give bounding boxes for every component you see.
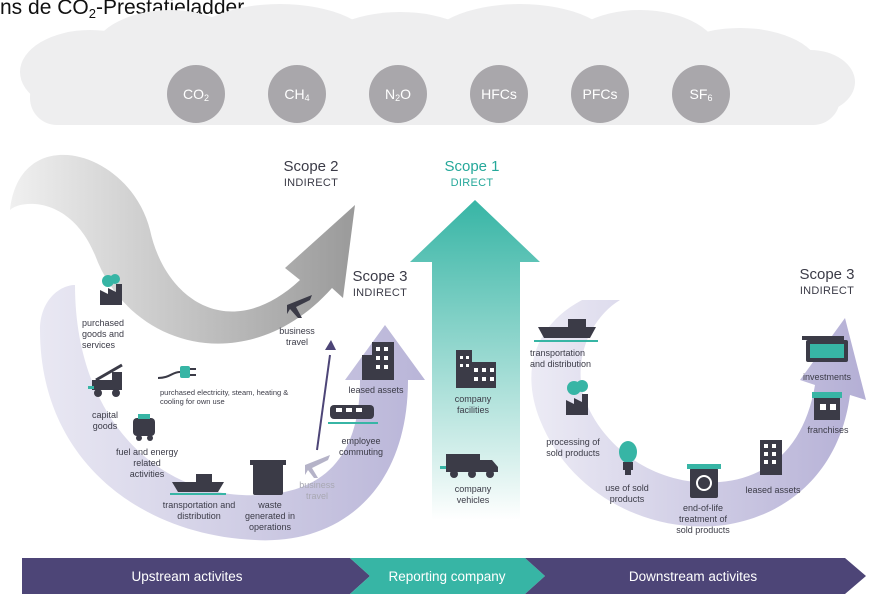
label-end-of-life: end-of-life treatment of sold products [676,503,730,535]
cloud-background [20,4,855,125]
ship-icon [170,474,226,495]
scope2-arrow [10,154,355,344]
business-travel-line [316,354,331,451]
label-employee-commuting: employee commuting [338,436,383,457]
trash-bin-icon [250,460,286,495]
business-travel-arrowhead [325,340,336,350]
recycle-bin-icon [687,464,721,498]
label-use-of-sold-products: use of sold products [605,483,649,504]
ship-icon-downstream [534,319,598,342]
label-processing: processing of sold products [546,437,600,458]
label-fuel-energy: fuel and energy related activities [115,447,179,479]
page-heading: ns de CO2-Prestatieladder. [0,0,249,21]
reporting-segment [350,558,545,594]
building-icon-downstream [760,440,782,475]
reporting-company-label: Reporting company [388,568,506,584]
label-company-facilities: company facilities [454,394,492,415]
truck-icon [440,454,498,478]
label-business-travel-light: business travel [299,480,335,501]
plug-icon [157,366,196,379]
train-icon [328,405,378,424]
gas-pfcs-circle: PFCs [571,65,629,123]
company-facilities-icon [456,350,496,388]
upstream-label: Upstream activites [131,568,243,584]
label-transportation-downstream: transportation and distribution [530,348,592,369]
upstream-segment [22,558,370,594]
plane-icon [287,295,312,318]
scope3-upstream-arrow [40,285,425,541]
building-icon [362,342,394,380]
label-transportation-upstream: transportation and distribution [162,500,236,521]
scope3-downstream-arrow [531,300,866,527]
plane-icon-light [305,455,330,478]
scope1-arrow [410,200,540,520]
crane-truck-icon [88,363,123,397]
factory-icon [100,274,122,305]
label-company-vehicles: company vehicles [454,484,492,505]
label-waste: waste generated in operations [244,500,296,532]
downstream-label: Downstream activites [628,568,758,584]
label-investments: investments [802,372,852,382]
store-icon [812,392,842,420]
label-leased-assets-upstream: leased assets [348,385,404,395]
fuel-cart-icon [133,414,155,441]
label-franchises: franchises [807,425,849,435]
label-purchased-goods: purchased goods and services [82,318,125,350]
gas-hfcs-circle: HFCs [470,65,528,123]
lightbulb-icon [619,441,637,475]
factory-icon-downstream [566,380,588,415]
label-purchased-electricity: purchased electricity, steam, heating & … [160,388,289,406]
label-capital-goods: capital goods [91,410,118,431]
activity-bar [22,558,866,594]
label-leased-assets-downstream: leased assets [745,485,801,495]
downstream-segment [525,558,866,594]
money-icon [802,336,848,362]
label-business-travel: business travel [279,326,315,347]
